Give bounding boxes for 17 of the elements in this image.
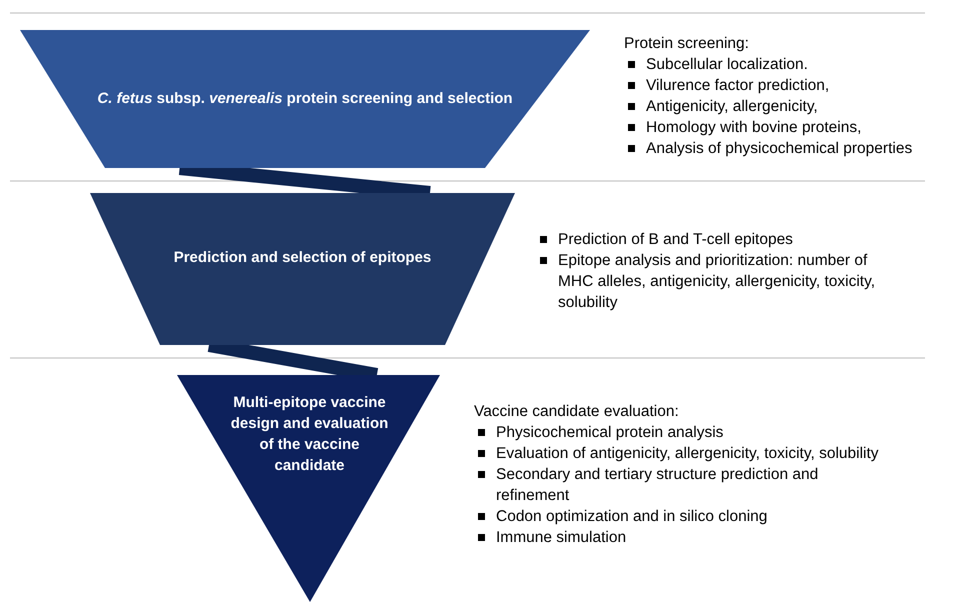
stage-title: C. fetus subsp. venerealis protein screening and selection: [96, 89, 514, 109]
stage-title: Multi-epitope vaccine design and evaluation of the vaccine candidate: [230, 393, 390, 476]
stage-title: Prediction and selection of epitopes: [172, 248, 432, 268]
bullet-item: Antigenicity, allergenicity,: [624, 96, 954, 117]
bullet-item: Homology with bovine proteins,: [624, 117, 954, 138]
bullet-item: Subcellular localization.: [624, 54, 954, 75]
bullet-item: Physicochemical protein analysis: [474, 422, 894, 443]
bullet-item: Epitope analysis and prioritization: number of MHC alleles, antigenicity, allergenicity, toxicity, solubility: [536, 250, 906, 313]
bullet-item: Prediction of B and T-cell epitopes: [536, 229, 906, 250]
bullet-item: Vilurence factor prediction,: [624, 75, 954, 96]
list-heading: Vaccine candidate evaluation:: [474, 402, 680, 422]
bullet-item: Analysis of physicochemical properties: [624, 138, 954, 159]
bullet-item: Secondary and tertiary structure prediction and refinement: [474, 464, 894, 506]
bullet-item: Codon optimization and in silico cloning: [474, 506, 894, 527]
bullet-item: Evaluation of antigenicity, allergenicity, toxicity, solubility: [474, 443, 894, 464]
list-heading: Protein screening:: [624, 34, 750, 54]
bullet-item: Immune simulation: [474, 527, 894, 548]
